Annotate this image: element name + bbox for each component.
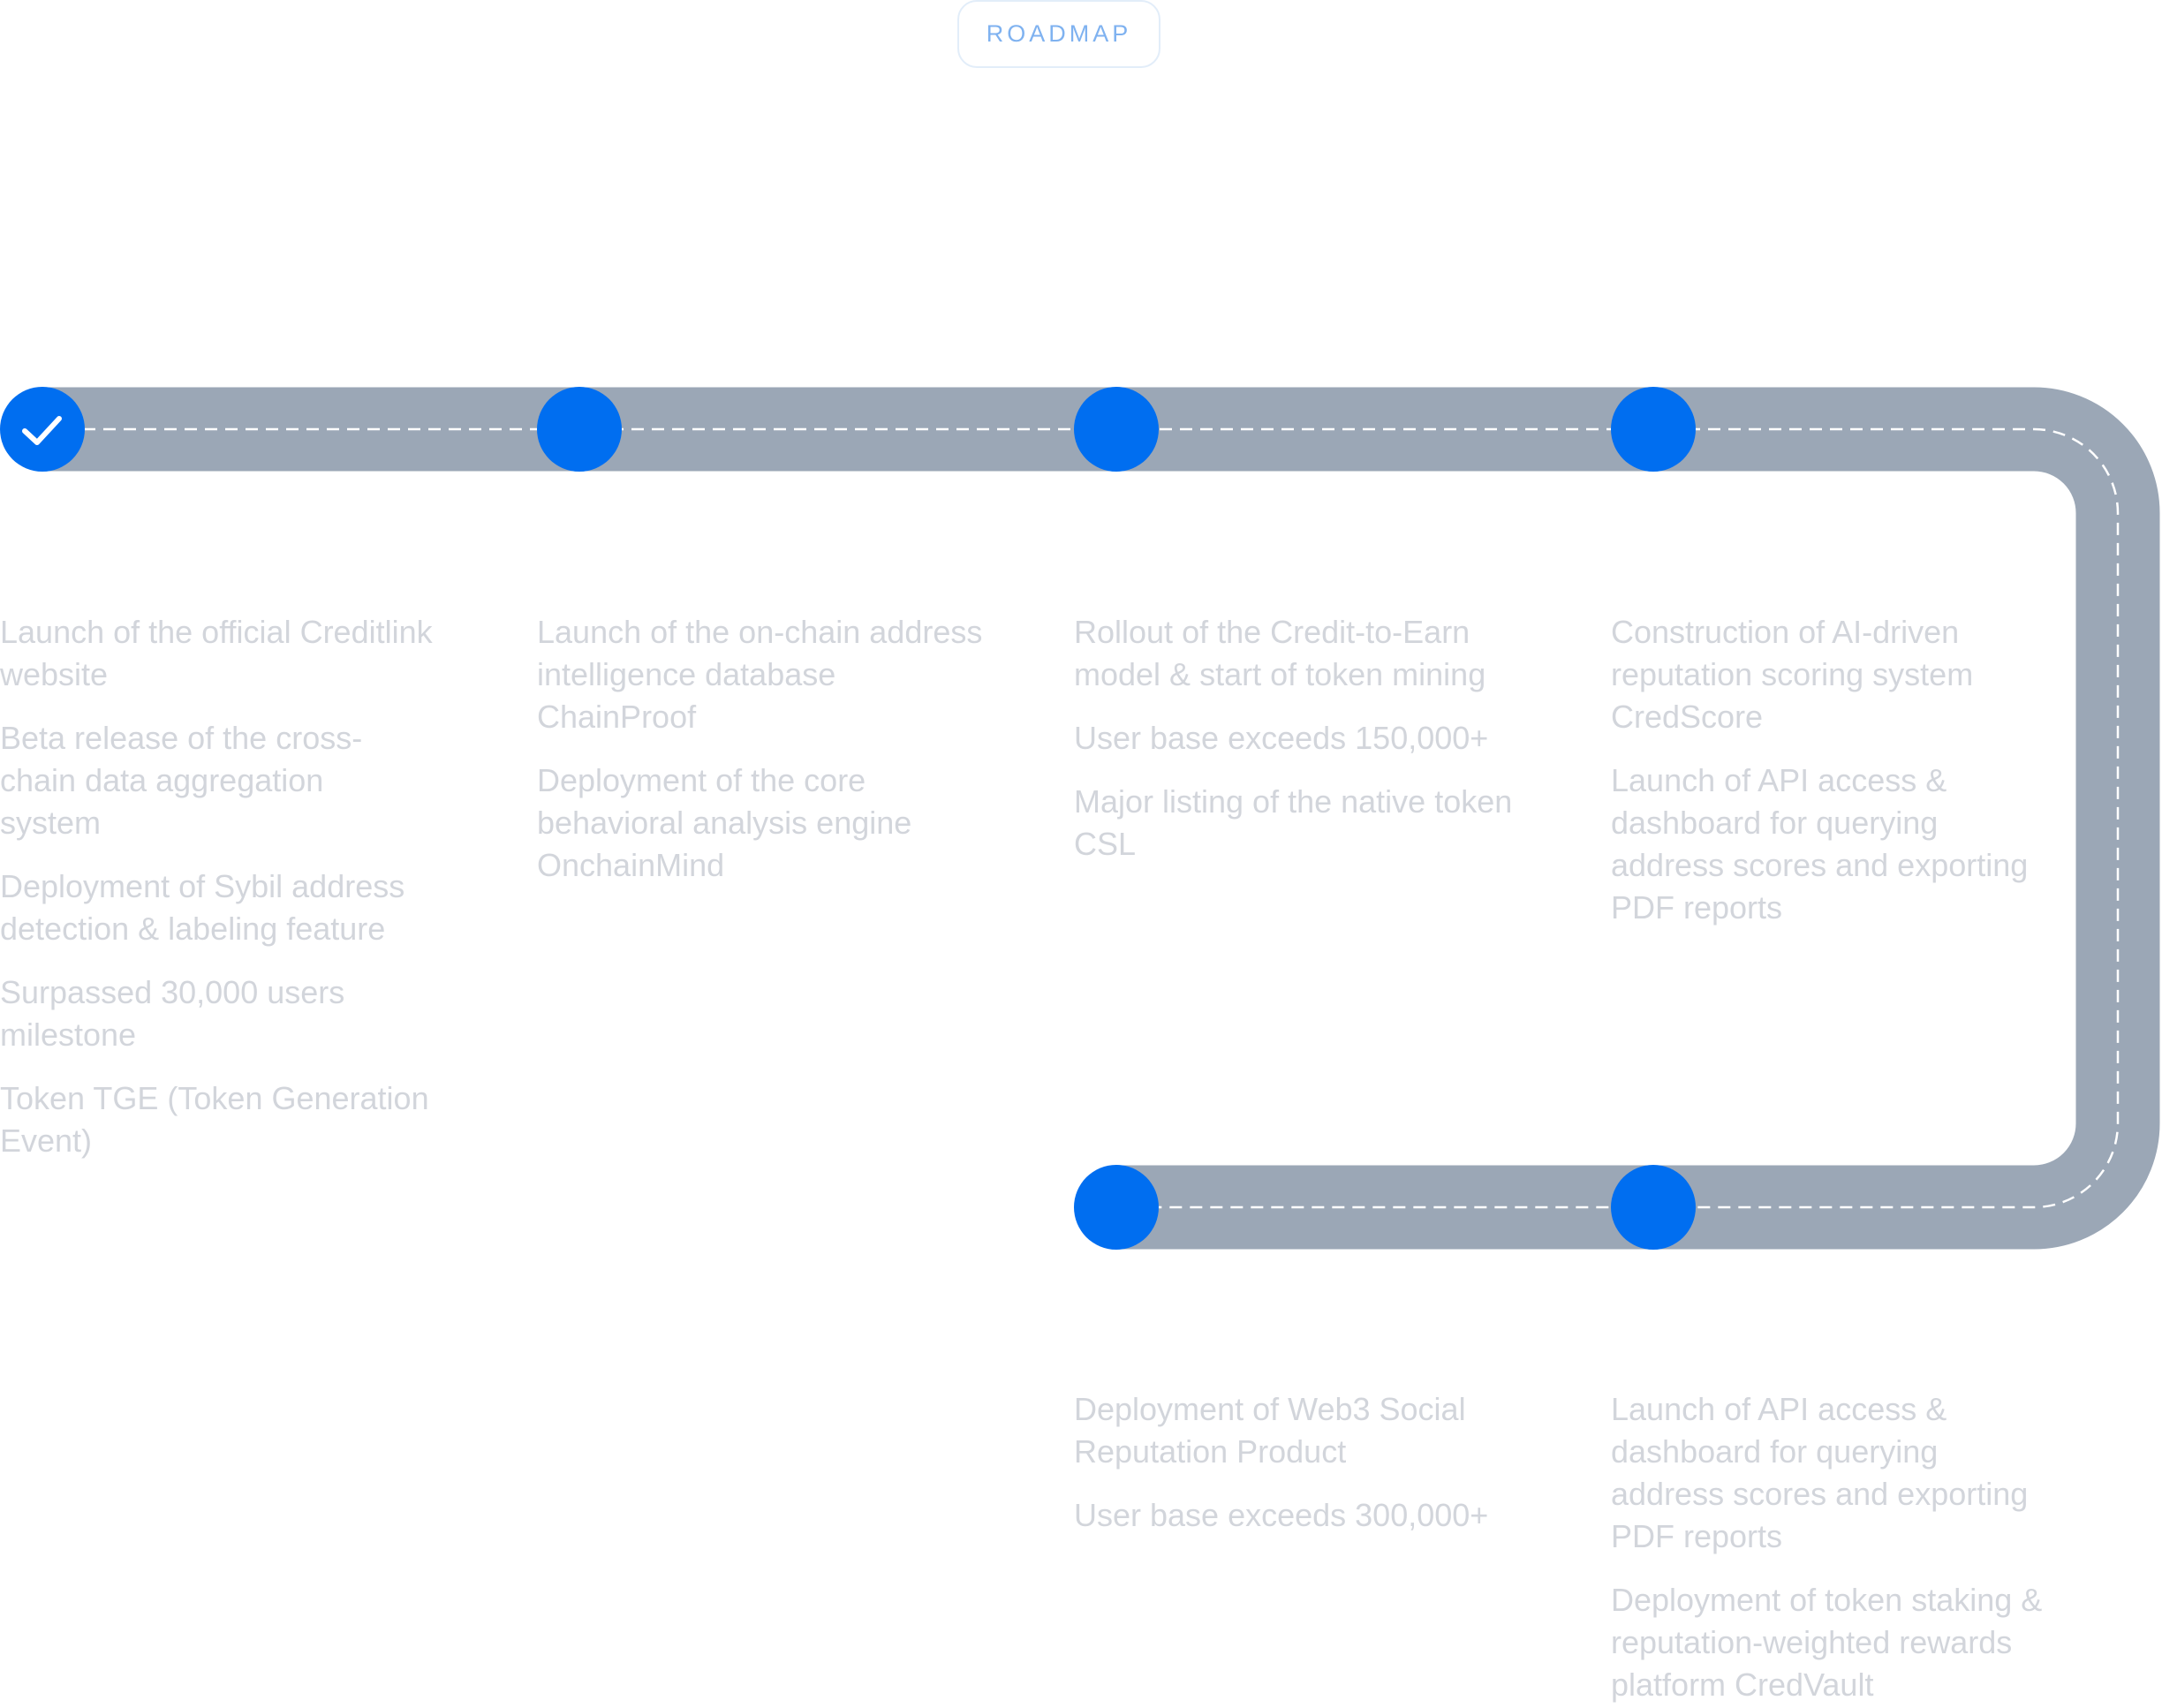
milestone-item: Deployment of token staking & reputation… [1611, 1582, 2043, 1703]
milestone-3-list: Rollout of the Credit-to-Earn model & st… [1074, 611, 1533, 887]
milestone-node-5 [1074, 1165, 1159, 1250]
milestone-item: Deployment of Web3 Social Reputation Pro… [1074, 1391, 1466, 1470]
milestone-item: Surpassed 30,000 users milestone [0, 974, 345, 1053]
milestone-node-1 [0, 387, 85, 472]
milestone-item: Launch of API access & dashboard for que… [1611, 1391, 2029, 1554]
check-icon [22, 416, 62, 445]
milestone-item: Launch of the official Creditlink websit… [0, 614, 433, 692]
milestone-item: User base exceeds 150,000+ [1074, 720, 1489, 756]
milestone-node-6 [1611, 1165, 1696, 1250]
milestone-6-list: Launch of API access & dashboard for que… [1611, 1388, 2052, 1708]
milestone-node-2 [537, 387, 622, 472]
roadmap-badge: ROADMAP [957, 0, 1160, 68]
milestone-item: Rollout of the Credit-to-Earn model & st… [1074, 614, 1486, 692]
milestone-item: Token TGE (Token Generation Event) [0, 1080, 429, 1159]
milestone-node-4 [1611, 387, 1696, 472]
milestone-item: Launch of API access & dashboard for que… [1611, 762, 2029, 926]
road-dashed-line [42, 427, 2120, 1209]
milestone-2-list: Launch of the on-chain address intellige… [537, 611, 987, 908]
milestone-5-list: Deployment of Web3 Social Reputation Pro… [1074, 1388, 1533, 1558]
milestone-item: Launch of the on-chain address intellige… [537, 614, 983, 735]
milestone-1-list: Launch of the official Creditlink websit… [0, 611, 433, 1183]
milestone-4-list: Construction of AI-driven reputation sco… [1611, 611, 2052, 950]
milestone-item: Deployment of Sybil address detection & … [0, 868, 405, 947]
milestone-item: Deployment of the core behavioral analys… [537, 762, 912, 883]
milestone-node-3 [1074, 387, 1159, 472]
milestone-item: Major listing of the native token CSL [1074, 783, 1513, 862]
milestone-item: User base exceeds 300,000+ [1074, 1497, 1489, 1533]
milestone-item: Beta release of the cross-chain data agg… [0, 720, 363, 841]
milestone-item: Construction of AI-driven reputation sco… [1611, 614, 1974, 735]
